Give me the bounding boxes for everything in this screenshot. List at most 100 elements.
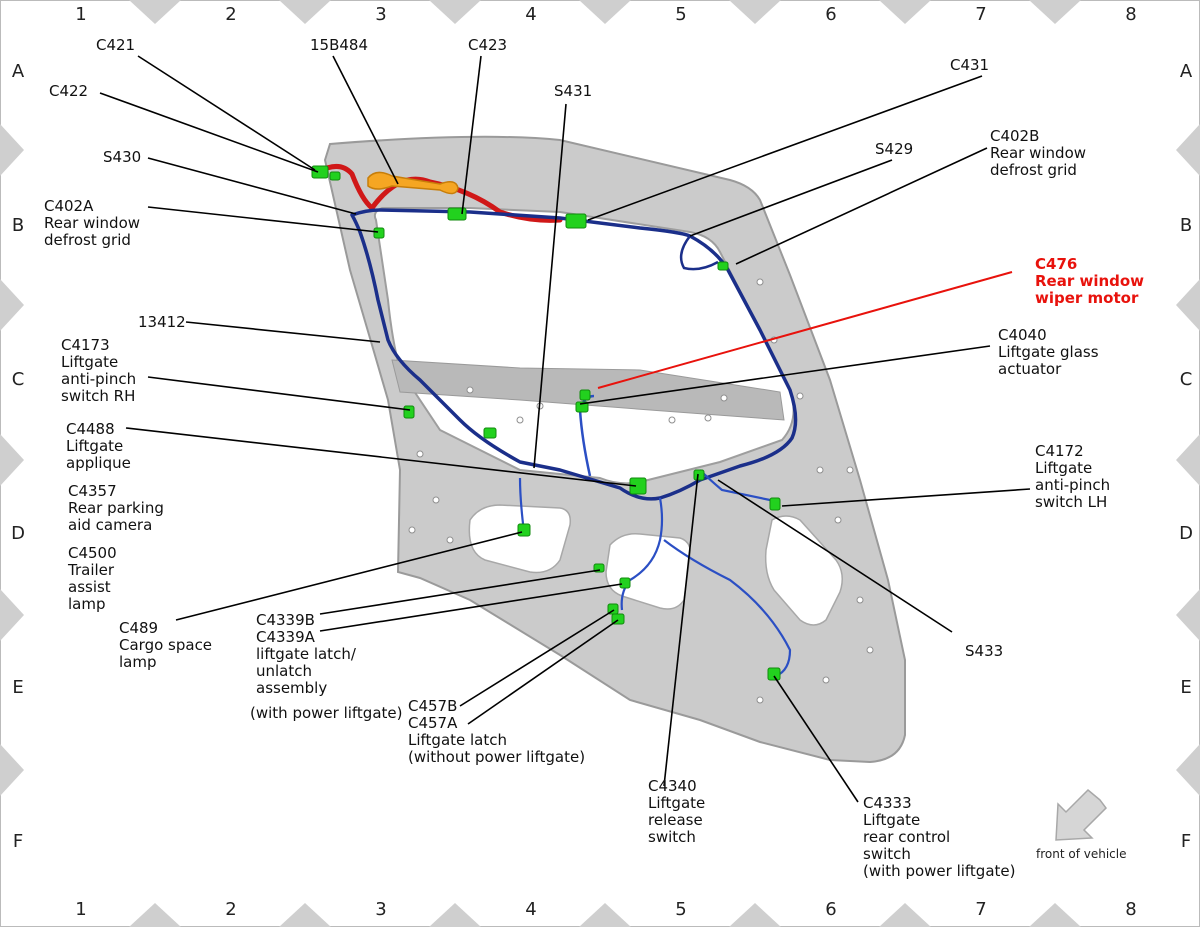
callout-text-line: S431 <box>554 82 592 100</box>
leader-line-s433 <box>717 479 953 633</box>
callout-text-line: rear control <box>863 828 950 846</box>
border-marker-right <box>1176 434 1200 486</box>
border-marker-right <box>1176 279 1200 331</box>
panel-hole <box>856 596 864 604</box>
callout-s433: S433 <box>965 642 1003 660</box>
callout-text-line: aid camera <box>68 516 152 534</box>
connector <box>575 401 589 413</box>
callout-leader-lines <box>99 55 1031 803</box>
callout-text-line: switch <box>648 828 696 846</box>
grid-column-label-top: 5 <box>675 4 686 25</box>
border-marker-top <box>129 0 181 24</box>
panel-hole <box>796 392 804 400</box>
front-of-vehicle-indicator: front of vehicle <box>1036 788 1126 861</box>
grid-column-label-bottom: 4 <box>525 899 536 920</box>
callout-text-line: (with power liftgate) <box>250 704 402 722</box>
grid-row-label-left: F <box>13 831 23 852</box>
callout-text-line: C4339A <box>256 628 316 646</box>
callout-text-line: Trailer <box>67 561 115 579</box>
border-marker-bottom <box>879 903 931 927</box>
connector <box>769 497 781 511</box>
leader-line-c4340 <box>663 473 699 787</box>
grid-row-label-right: C <box>1180 369 1193 390</box>
panel-hole <box>866 646 874 654</box>
leader-line-c422 <box>99 92 319 173</box>
callout-c431: C431 <box>950 56 989 74</box>
grid-row-label-left: D <box>11 523 25 544</box>
border-marker-bottom <box>279 903 331 927</box>
callout-text-line: Rear window <box>1035 272 1144 290</box>
callout-s429: S429 <box>875 140 913 158</box>
grid-column-label-bottom: 8 <box>1125 899 1136 920</box>
harness-orange-fuse-segment <box>367 171 459 195</box>
callout-text-line: Rear window <box>44 214 140 232</box>
panel-hole <box>408 526 416 534</box>
border-marker-bottom <box>129 903 181 927</box>
callout-text-line: C4357 <box>68 482 117 500</box>
callout-text-line: Liftgate <box>648 794 705 812</box>
callout-text-line: lamp <box>119 653 157 671</box>
callout-text-line: C431 <box>950 56 989 74</box>
leader-line-c402b <box>735 147 988 265</box>
harness-branch-window-loop <box>679 235 719 271</box>
callout-text-line: Liftgate <box>1035 459 1092 477</box>
panel-lower-cutout-left <box>468 504 572 574</box>
border-marker-top <box>729 0 781 24</box>
callout-text-line: (without power liftgate) <box>408 748 585 766</box>
callout-text-line: Liftgate glass <box>998 343 1099 361</box>
callout-c421: C421 <box>96 36 135 54</box>
callout-text-line: (with power liftgate) <box>863 862 1015 880</box>
border-marker-bottom <box>1029 903 1081 927</box>
callout-text-line: C4333 <box>863 794 912 812</box>
callout-text-line: Cargo space <box>119 636 212 654</box>
grid-row-label-left: B <box>12 215 24 236</box>
leader-line-c489 <box>175 531 523 621</box>
grid-column-label-bottom: 3 <box>375 899 386 920</box>
connector <box>483 427 497 439</box>
panel-hole <box>846 466 854 474</box>
callout-text-line: C476 <box>1035 255 1077 273</box>
connector <box>311 165 329 179</box>
panel-hole <box>816 466 824 474</box>
border-marker-left <box>0 589 24 641</box>
grid-row-label-left: E <box>12 677 23 698</box>
panel-hole <box>720 394 728 402</box>
leader-line-c457 <box>459 609 615 707</box>
callout-text-line: assembly <box>256 679 327 697</box>
grid-column-label-bottom: 6 <box>825 899 836 920</box>
panel-lower-cutout-right <box>764 515 843 626</box>
arrow-icon <box>1055 788 1107 841</box>
panel-hole <box>446 536 454 544</box>
harness-branch-lower <box>518 469 792 678</box>
callout-c422: C422 <box>49 82 88 100</box>
callout-text-line: C423 <box>468 36 507 54</box>
callout-s431: S431 <box>554 82 592 100</box>
callout-text-line: C457A <box>408 714 458 732</box>
connector <box>447 207 467 221</box>
leader-line-c476 <box>597 271 1013 389</box>
callout-text-line: defrost grid <box>990 161 1077 179</box>
callout-text-line: C422 <box>49 82 88 100</box>
leader-line-c4173 <box>147 376 411 411</box>
callout-text-line: anti-pinch <box>61 370 136 388</box>
grid-row-label-right: F <box>1181 831 1191 852</box>
connector <box>579 389 591 401</box>
callout-text-line: C402A <box>44 197 94 215</box>
leader-line-c4339 <box>319 569 601 615</box>
callout-c15b484: 15B484 <box>310 36 368 54</box>
callout-text-line: anti-pinch <box>1035 476 1110 494</box>
leader-line-c431 <box>587 75 983 221</box>
callout-text-line: switch RH <box>61 387 135 405</box>
border-marker-bottom <box>579 903 631 927</box>
